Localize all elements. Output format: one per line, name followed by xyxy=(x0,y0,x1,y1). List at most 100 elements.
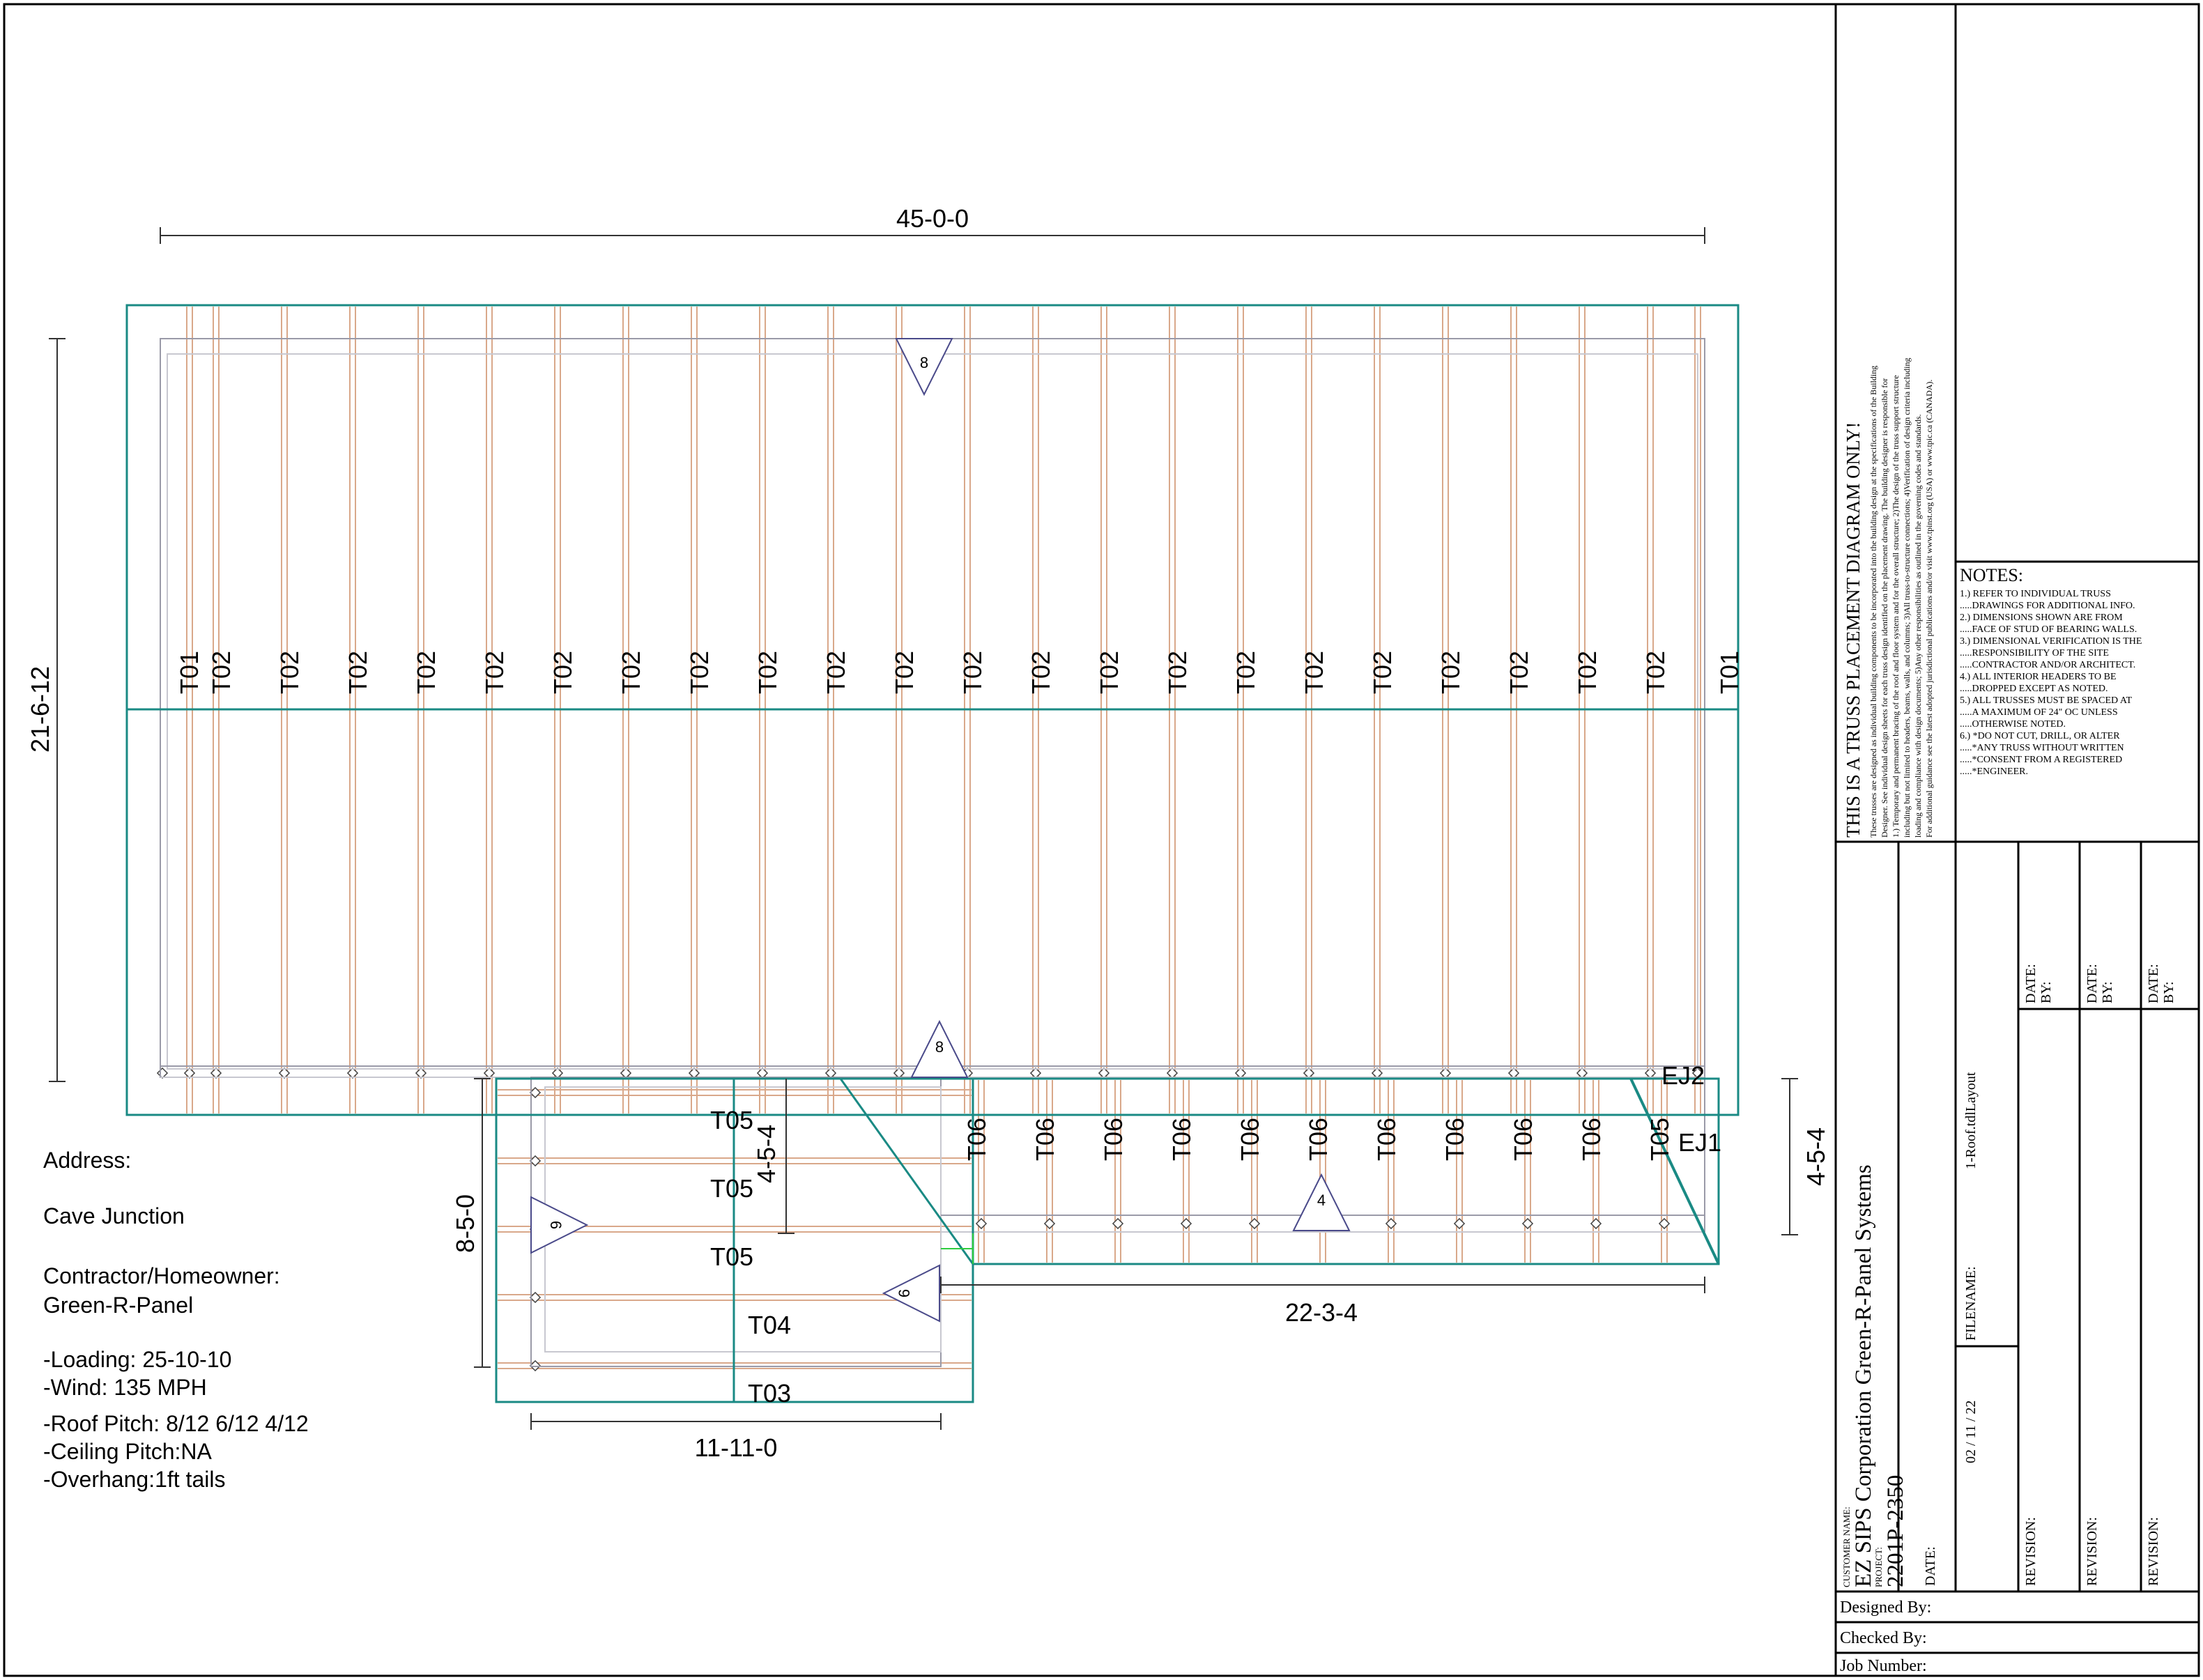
valley-line xyxy=(839,1078,974,1265)
disclaimer-line: These trusses are designed as individual… xyxy=(1868,366,1878,838)
note-line: 1.) REFER TO INDIVIDUAL TRUSS xyxy=(1960,589,2111,599)
note-line: .....DROPPED EXCEPT AS NOTED. xyxy=(1960,684,2108,694)
truss-label-main: T02 xyxy=(1027,651,1055,694)
customer-name-value: EZ SIPS Corporation Green-R-Panel System… xyxy=(1851,1164,1876,1587)
notes-block: NOTES: 1.) REFER TO INDIVIDUAL TRUSS ...… xyxy=(1960,565,2142,777)
truss-label-right-wing: T06 xyxy=(1167,1118,1196,1161)
address-label: Address: xyxy=(43,1148,131,1173)
truss-label-left-wing: T05 xyxy=(710,1242,753,1271)
bearing-point xyxy=(346,1067,359,1079)
truss-label-right-wing: T06 xyxy=(1236,1118,1264,1161)
bearing-point xyxy=(156,1067,169,1079)
contractor-value: Green-R-Panel xyxy=(43,1293,193,1318)
note-line: 5.) ALL TRUSSES MUST BE SPACED AT xyxy=(1960,695,2132,706)
truss-label-right-wing: T06 xyxy=(1099,1118,1128,1161)
dim-right-run xyxy=(940,1277,1705,1293)
revision-label-3: REVISION: xyxy=(2146,1517,2161,1586)
revision-label-2: REVISION: xyxy=(2085,1517,2100,1586)
note-line: 4.) ALL INTERIOR HEADERS TO BE xyxy=(1960,672,2117,682)
bearing-points xyxy=(156,1067,1704,1372)
dim-right-depth xyxy=(1781,1078,1798,1235)
dim-inner-depth xyxy=(778,1079,795,1234)
bearing-point xyxy=(1507,1067,1520,1079)
truss-label-main: T02 xyxy=(1095,651,1123,694)
truss-label-main: T02 xyxy=(1641,651,1670,694)
right-wing-roof-outline xyxy=(840,1077,1720,1265)
sheet-border xyxy=(3,3,2200,1677)
bearing-point xyxy=(620,1067,632,1079)
bearing-point xyxy=(975,1217,988,1230)
bearing-point xyxy=(1112,1217,1124,1230)
note-line: .....*ANY TRUSS WITHOUT WRITTEN xyxy=(1960,743,2124,753)
bearing-point xyxy=(1234,1067,1247,1079)
pitch-ridge-text: 8 xyxy=(935,1038,944,1056)
disclaimer-heading: THIS IS A TRUSS PLACEMENT DIAGRAM ONLY! xyxy=(1843,422,1864,838)
by-label-1: BY: xyxy=(2039,981,2054,1003)
truss-label-main: T02 xyxy=(1436,651,1465,694)
truss-label-main: T02 xyxy=(412,651,440,694)
truss-label-main: T01 xyxy=(175,651,204,694)
note-line: .....OTHERWISE NOTED. xyxy=(1960,719,2066,730)
disclaimer-line: loading and compliance with design docum… xyxy=(1913,414,1923,838)
customer-column: CUSTOMER NAME: EZ SIPS Corporation Green… xyxy=(1841,1164,1908,1587)
project-label: PROJECT: xyxy=(1873,1547,1884,1587)
dim-wing-width-text: 11-11-0 xyxy=(695,1433,778,1462)
bearing-point xyxy=(278,1067,291,1079)
date-by-label-1: DATE: xyxy=(2023,964,2039,1003)
dim-overall-depth-text: 21-6-12 xyxy=(26,666,54,753)
dim-overall-width xyxy=(160,227,1705,244)
truss-label-main: T02 xyxy=(207,651,236,694)
truss-label-main: T02 xyxy=(958,651,987,694)
main-bearing-wall xyxy=(160,338,1705,1078)
date-label: DATE: xyxy=(1923,1546,1938,1586)
truss-label-main: T02 xyxy=(890,651,919,694)
truss-label-main: T01 xyxy=(1715,651,1744,694)
left-wing-truss-labels: T05 T05 T05 T04 T03 xyxy=(710,1106,791,1408)
bearing-point xyxy=(1453,1217,1466,1230)
contractor-label: Contractor/Homeowner: xyxy=(43,1263,280,1288)
pitch-right-wing-text: 4 xyxy=(1317,1192,1326,1209)
loading-text: -Loading: 25-10-10 xyxy=(43,1347,231,1372)
truss-label-main: T02 xyxy=(1300,651,1328,694)
note-line: 3.) DIMENSIONAL VERIFICATION IS THE xyxy=(1960,636,2142,647)
truss-label-main: T02 xyxy=(1505,651,1533,694)
bearing-point xyxy=(756,1067,769,1079)
note-line: .....FACE OF STUD OF BEARING WALLS. xyxy=(1960,624,2137,635)
disclaimer-line: including but not limited to headers, be… xyxy=(1902,357,1912,838)
bearing-point xyxy=(210,1067,222,1079)
bearing-point xyxy=(1576,1067,1588,1079)
bearing-point xyxy=(1303,1067,1315,1079)
bearing-point xyxy=(529,1086,542,1099)
truss-label-main: T02 xyxy=(685,651,714,694)
revision-label-1: REVISION: xyxy=(2023,1517,2039,1586)
dim-right-depth-text: 4-5-4 xyxy=(1802,1127,1830,1186)
dim-overall-depth xyxy=(49,338,66,1082)
bearing-point xyxy=(1521,1217,1534,1230)
bearing-point xyxy=(1371,1067,1383,1079)
disclaimer-block: THIS IS A TRUSS PLACEMENT DIAGRAM ONLY! … xyxy=(1843,357,1934,838)
pitch-marker-right-wing: 4 xyxy=(1292,1173,1351,1231)
revision-columns: REVISION: DATE: BY: REVISION: DATE: BY: … xyxy=(2023,964,2177,1586)
truss-label-right-wing: T06 xyxy=(1577,1118,1606,1161)
truss-label-main: T02 xyxy=(1573,651,1602,694)
notes-heading: NOTES: xyxy=(1960,565,2023,585)
title-block xyxy=(1834,4,2199,1676)
customer-name-label: CUSTOMER NAME: xyxy=(1841,1506,1852,1587)
note-line: 2.) DIMENSIONS SHOWN ARE FROM xyxy=(1960,612,2123,623)
pitch-marker-ridge: 8 xyxy=(910,1019,969,1078)
truss-label-main: T02 xyxy=(1163,651,1192,694)
by-label-3: BY: xyxy=(2161,981,2177,1003)
date-column: DATE: 02 / 11 / 22 FILENAME: 1-Roof.tdlL… xyxy=(1923,1072,1979,1586)
bearing-point xyxy=(529,1155,542,1167)
dim-inner-depth-text: 4-5-4 xyxy=(752,1125,781,1183)
bearing-point xyxy=(1590,1217,1602,1230)
ceiling-pitch-text: -Ceiling Pitch:NA xyxy=(43,1439,213,1464)
bearing-point xyxy=(415,1067,427,1079)
truss-label-main: T02 xyxy=(548,651,577,694)
pitch-marker-left-wing-b: 6 xyxy=(882,1264,940,1323)
wing-truss-lines xyxy=(498,1080,1668,1369)
pitch-left-b-text: 6 xyxy=(896,1289,913,1297)
bearing-point xyxy=(1385,1217,1397,1230)
bearing-point xyxy=(1098,1067,1110,1079)
truss-label-right-end: T05 xyxy=(1645,1118,1674,1161)
